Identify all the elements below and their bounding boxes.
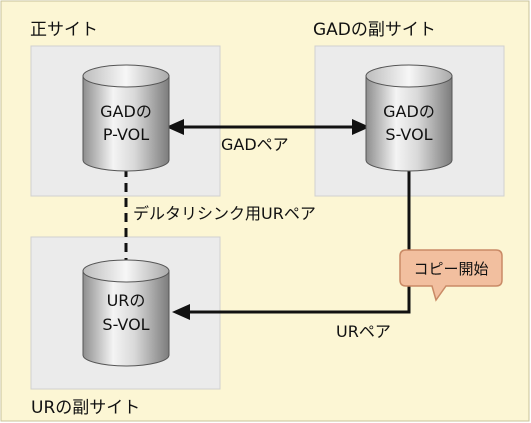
ur-secondary-site-label: URの副サイト (31, 398, 140, 418)
gad-svol-cylinder: GADの S-VOL (365, 64, 453, 172)
ur-svol-cylinder: URの S-VOL (82, 259, 170, 367)
gad-pair-label: GADペア (221, 135, 289, 154)
gad-svol-label-line2: S-VOL (385, 125, 432, 144)
gad-pvol-label-line1: GADの (100, 102, 152, 121)
gad-secondary-site-label: GADの副サイト (313, 20, 436, 40)
gad-pvol-cylinder: GADの P-VOL (82, 64, 170, 172)
delta-resync-label: デルタリシンク用URペア (133, 204, 316, 223)
ur-pair-label: URペア (336, 322, 391, 341)
primary-site-label: 正サイト (30, 20, 98, 40)
copy-start-label: コピー開始 (413, 260, 488, 278)
ur-svol-label-line2: S-VOL (102, 315, 149, 334)
ur-svol-label-line1: URの (107, 291, 146, 310)
gad-pvol-label-line2: P-VOL (103, 125, 149, 144)
ur-pair-line (188, 168, 411, 314)
copy-start-callout: コピー開始 (399, 249, 503, 302)
gad-svol-label-line1: GADの (383, 102, 435, 121)
ur-pair-arrowhead (172, 304, 190, 320)
gad-pair-arrowhead-left (166, 119, 184, 135)
gad-pair-arrowhead-right (352, 119, 370, 135)
